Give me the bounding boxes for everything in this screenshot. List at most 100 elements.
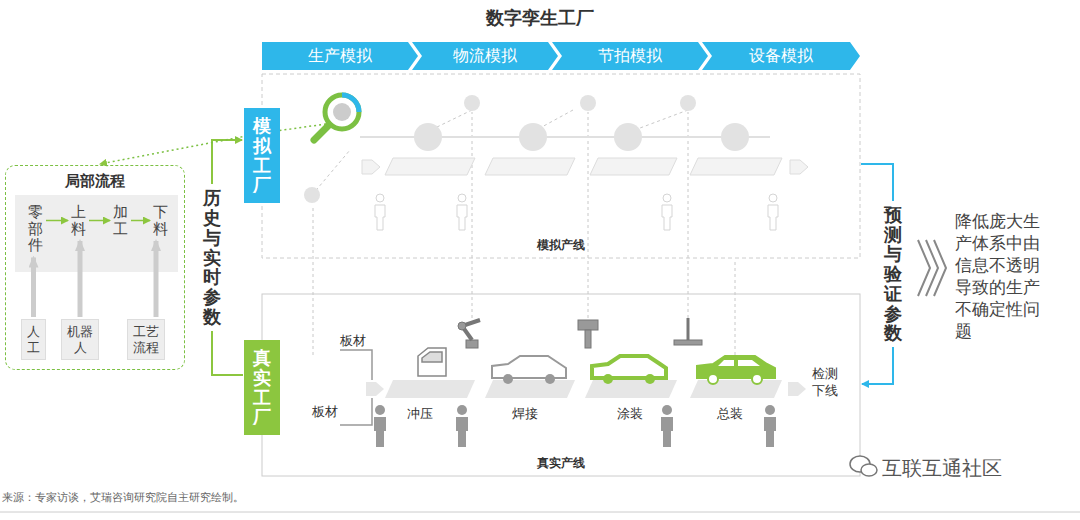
material-label: 板材: [312, 404, 338, 421]
edge-label: 预测与验证参数: [883, 201, 903, 348]
worker-icon: [765, 405, 775, 415]
input-box: 人工: [21, 319, 46, 360]
car-icon: [492, 356, 775, 384]
node-text: 物流模拟: [412, 42, 558, 70]
dashed-links: [472, 112, 473, 318]
chevron-shape: [702, 42, 860, 70]
stage-chevron: 设备模拟: [702, 42, 860, 70]
worker-icon: [661, 417, 673, 447]
diagram-title: 数字孪生工厂: [0, 6, 1080, 30]
sim-line: [362, 160, 380, 174]
real-line: [788, 382, 806, 396]
magnifier: [314, 95, 359, 140]
dashed-links: [588, 112, 589, 318]
worker-icon: [374, 417, 386, 447]
connector: [31, 258, 36, 318]
door-icon: [418, 348, 446, 376]
sim-line: [304, 187, 320, 203]
connector: [100, 133, 262, 164]
dashed-links: [640, 110, 688, 128]
dashed-links: [313, 205, 314, 355]
sim-line: [580, 95, 596, 111]
input-box: 工艺流程: [127, 319, 165, 360]
sim-worker: [458, 194, 466, 202]
node-text: 工艺流程: [133, 324, 159, 355]
sim-grid: [262, 74, 860, 258]
magnifier: [314, 125, 329, 140]
sim-line: [680, 95, 696, 111]
node-text: 下料: [153, 204, 168, 237]
car-icon: [708, 374, 718, 384]
worker-icon: [662, 405, 672, 415]
dashed-links: [735, 262, 736, 355]
worker-icon: [457, 405, 467, 415]
door-icon: [422, 352, 442, 362]
robot-icon: [466, 340, 478, 348]
local-process-box: 局部流程零部件上料加工下料人工机器人工艺流程: [5, 165, 185, 370]
source-note: 来源：专家访谈，艾瑞咨询研究院自主研究绘制。: [2, 491, 244, 505]
connector: [154, 241, 159, 317]
sim-worker: [375, 205, 385, 230]
process-step: 加工: [113, 204, 128, 237]
sim-line: [721, 123, 749, 151]
footer-rule: [0, 512, 1080, 513]
process-step: 下料: [153, 204, 168, 237]
sim-grid: [15, 74, 860, 476]
connector: [131, 220, 150, 222]
station-label: 冲压: [407, 406, 433, 423]
input-box: 机器人: [61, 319, 99, 360]
sim-line: [464, 95, 480, 111]
sim-worker: [375, 194, 778, 230]
sim-line: [304, 95, 808, 203]
sim-grid: [262, 294, 860, 476]
dashed-links: [540, 110, 573, 128]
dashed-links: [435, 110, 472, 128]
material-label: 板材: [340, 333, 366, 350]
process-step: 零部件: [28, 204, 43, 254]
car-icon: [603, 374, 613, 384]
sim-line: [790, 160, 808, 174]
sim-line: [590, 158, 677, 175]
flow-chevrons: [918, 240, 930, 296]
stage-chevron: 生产模拟: [262, 42, 418, 70]
real-line: [485, 380, 575, 398]
node-text: 上料: [71, 204, 86, 237]
real-line: [340, 350, 372, 380]
worker-icon: [456, 417, 468, 447]
magnifier: [333, 103, 351, 121]
car-icon: [503, 374, 513, 384]
worker-icon: [375, 405, 385, 415]
worker-icon: [764, 417, 776, 447]
connector: [78, 241, 83, 317]
footer-rule: [0, 512, 1080, 513]
robot-icon: [578, 320, 598, 330]
robot-icon: [585, 330, 591, 348]
factory-region: 真实工厂真实产线: [262, 294, 860, 476]
sim-line: [414, 123, 442, 151]
real-line: [585, 380, 677, 398]
car-icon: [697, 356, 775, 378]
station-label: 检测下线: [812, 366, 839, 400]
stage-chevron: 节拍模拟: [552, 42, 708, 70]
real-line: [340, 350, 806, 425]
real-line: [385, 380, 475, 398]
sim-worker: [769, 194, 777, 202]
sim-line: [485, 158, 575, 175]
worker-icon: [374, 405, 776, 447]
real-line: [366, 382, 384, 396]
factory-region: 模拟工厂模拟产线: [262, 74, 860, 258]
stage-chevron: 物流模拟: [412, 42, 558, 70]
sim-line: [519, 123, 547, 151]
watermark: 互联互通社区: [882, 455, 1002, 481]
car-icon: [645, 374, 655, 384]
connector: [89, 220, 110, 222]
car-icon: [752, 374, 762, 384]
robot-icon: [687, 318, 690, 340]
outcome-text: 降低庞大生产体系中由信息不透明导致的生产不确定性问题: [955, 210, 1041, 343]
chevron-shape: [412, 42, 558, 70]
dashed-links: [312, 110, 735, 355]
robot-icon: [458, 318, 702, 348]
connector: [46, 220, 68, 222]
